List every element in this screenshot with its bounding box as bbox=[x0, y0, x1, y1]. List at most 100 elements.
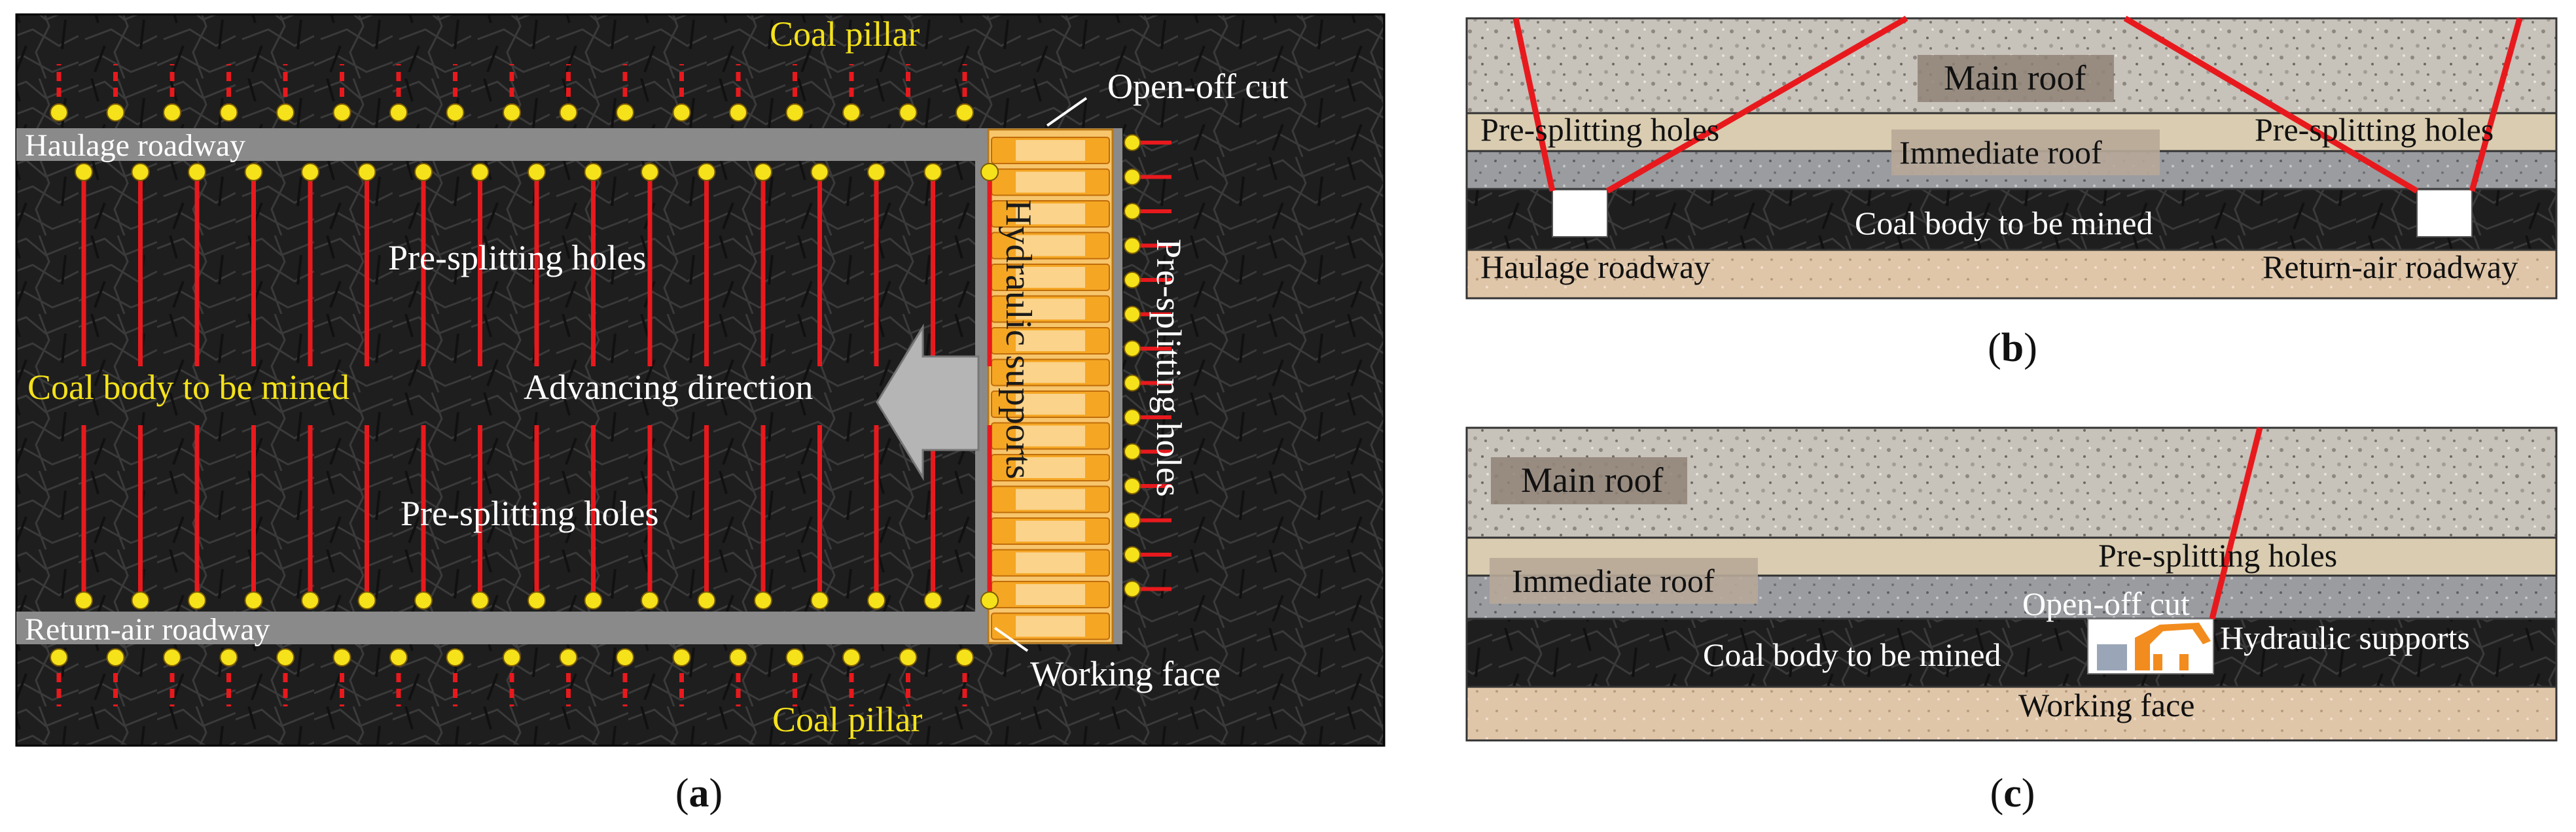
hole-head bbox=[50, 648, 68, 667]
open-off-cut-label: Open-off cut bbox=[1107, 67, 1288, 106]
hole-head bbox=[163, 648, 181, 667]
haulage-roadway bbox=[16, 128, 1122, 161]
immediate-roof-tag bbox=[1490, 558, 1758, 604]
presplitting-holes-left-label: Pre-splitting holes bbox=[1480, 111, 1719, 148]
hole-head bbox=[503, 648, 521, 667]
coal-pillar-bottom-label: Coal pillar bbox=[772, 700, 922, 739]
immediate-roof-label: Immediate roof bbox=[1899, 134, 2102, 171]
caption-b: (b) bbox=[1988, 326, 2037, 370]
hole-head bbox=[1124, 409, 1141, 426]
presplitting-hole bbox=[1512, 18, 1556, 192]
hole-head bbox=[188, 591, 206, 610]
hole-head bbox=[471, 591, 490, 610]
main-roof-label: Main roof bbox=[1521, 460, 1663, 500]
hole-head bbox=[389, 103, 408, 122]
hole-head bbox=[131, 163, 150, 181]
hole-head bbox=[899, 103, 918, 122]
presplitting-holes-a bbox=[50, 64, 1172, 706]
working-face-pointer bbox=[993, 627, 1029, 652]
support-canopy bbox=[1016, 235, 1085, 256]
hole-head bbox=[1124, 305, 1141, 323]
hole-head bbox=[1124, 580, 1141, 598]
hole-head bbox=[163, 103, 181, 122]
hole-head bbox=[867, 591, 885, 610]
support-canopy bbox=[1016, 584, 1085, 605]
hole-head bbox=[559, 648, 578, 667]
coal-body-label: Coal body to be mined bbox=[1703, 636, 2001, 673]
support-canopy bbox=[1016, 425, 1085, 447]
hole-head bbox=[810, 591, 829, 610]
hole-head bbox=[1124, 340, 1141, 357]
hole-head bbox=[842, 103, 861, 122]
hole-head bbox=[1124, 271, 1141, 288]
hydraulic-support-icon bbox=[2097, 623, 2211, 670]
hole-head bbox=[1124, 546, 1141, 563]
hole-head bbox=[584, 163, 603, 181]
presplitting-holes-label: Pre-splitting holes bbox=[2098, 537, 2337, 574]
hole-head bbox=[446, 648, 465, 667]
caption-c: (c) bbox=[1990, 771, 2035, 816]
immediate-roof-label: Immediate roof bbox=[1512, 563, 1715, 599]
support-canopy bbox=[1016, 394, 1085, 415]
return-air-roadway-label: Return-air roadway bbox=[25, 612, 270, 647]
hole-head bbox=[528, 591, 546, 610]
main-roof-label: Main roof bbox=[1944, 58, 2086, 97]
hole-head bbox=[131, 591, 150, 610]
hole-head bbox=[980, 591, 999, 610]
hole-head bbox=[106, 648, 125, 667]
hole-head bbox=[446, 103, 465, 122]
hole-head bbox=[729, 648, 747, 667]
hole-head bbox=[332, 648, 351, 667]
hole-head bbox=[1124, 203, 1141, 220]
hole-head bbox=[923, 163, 942, 181]
support-canopy bbox=[1016, 457, 1085, 478]
coal-seam-layer bbox=[1467, 619, 2556, 687]
presplitting-holes-lower-label: Pre-splitting holes bbox=[401, 494, 658, 533]
working-face-label: Working face bbox=[2018, 687, 2194, 723]
support-canopy bbox=[1016, 298, 1085, 320]
hole-head bbox=[616, 648, 634, 667]
hole-head bbox=[50, 103, 68, 122]
hole-head bbox=[188, 163, 206, 181]
presplitting-hole bbox=[2469, 17, 2523, 192]
caption-a: (a) bbox=[675, 771, 723, 816]
hole-head bbox=[1124, 477, 1141, 494]
hole-head bbox=[584, 591, 603, 610]
hole-head bbox=[276, 103, 295, 122]
hole-head bbox=[528, 163, 546, 181]
hole-head bbox=[956, 648, 974, 667]
hole-head bbox=[1124, 443, 1141, 460]
hole-head bbox=[301, 163, 319, 181]
hole-head bbox=[244, 163, 263, 181]
return-air-roadway-section bbox=[2416, 189, 2473, 237]
hole-head bbox=[1124, 237, 1141, 254]
hydraulic-supports-label: Hydraulic supports bbox=[2220, 619, 2470, 656]
coal-body-label: Coal body to be mined bbox=[27, 368, 349, 407]
presplitting-hole bbox=[2209, 426, 2263, 620]
presplitting-holes-right-label: Pre-splitting holes bbox=[2255, 111, 2494, 148]
coal-seam-layer bbox=[1467, 189, 2556, 250]
coal-pillar-top-label: Coal pillar bbox=[770, 14, 920, 54]
open-off-cut-label: Open-off cut bbox=[2022, 585, 2190, 622]
immediate-roof-tag bbox=[1891, 130, 2160, 175]
support-canopy bbox=[1016, 615, 1085, 637]
hole-head bbox=[503, 103, 521, 122]
hole-head bbox=[641, 163, 659, 181]
hole-head bbox=[471, 163, 490, 181]
floor-layer bbox=[1467, 250, 2556, 298]
hole-head bbox=[332, 103, 351, 122]
hole-head bbox=[414, 591, 433, 610]
main-roof-tag bbox=[1491, 457, 1687, 504]
support-canopy bbox=[1016, 267, 1085, 288]
haulage-roadway-section bbox=[1552, 189, 1608, 237]
panel-c: Main roof Pre-splitting holes Immediate … bbox=[1465, 426, 2558, 742]
open-off-cut-pointer bbox=[1046, 97, 1088, 127]
panel-b: Main roof Pre-splitting holes Pre-splitt… bbox=[1465, 16, 2558, 300]
main-roof-tag bbox=[1918, 55, 2114, 102]
hole-head bbox=[980, 163, 999, 181]
hole-head bbox=[1124, 374, 1141, 392]
hole-head bbox=[301, 591, 319, 610]
hole-head bbox=[219, 648, 238, 667]
support-canopy bbox=[1016, 330, 1085, 351]
hole-head bbox=[810, 163, 829, 181]
